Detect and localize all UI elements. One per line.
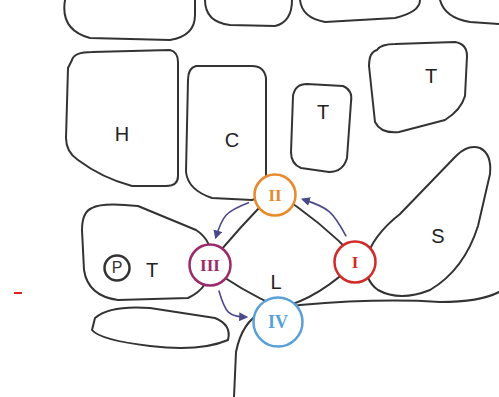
metacarpal-base	[300, 0, 420, 22]
curved-arrow	[219, 291, 247, 317]
metacarpal-base	[64, 0, 195, 40]
metacarpal-base	[440, 0, 499, 24]
ulna-outline	[92, 307, 229, 348]
bone-letter: T	[425, 66, 437, 86]
bone-letter: L	[270, 272, 281, 292]
carpal-bone: T	[287, 80, 355, 175]
stage-numeral: III	[200, 257, 220, 274]
circle-outline	[105, 256, 130, 281]
curved-arrow	[216, 203, 249, 238]
stage-circle: II	[253, 173, 297, 217]
stage-circle: I	[333, 240, 377, 284]
bone-letter: H	[115, 124, 129, 144]
carpal-bone: S	[360, 140, 496, 305]
node-outline	[287, 80, 355, 175]
circle-outline	[255, 175, 296, 216]
bone-outline	[369, 42, 467, 132]
bone-outline	[208, 192, 358, 308]
bone-letter: C	[225, 130, 239, 150]
circle-outline	[254, 298, 303, 347]
red-mark	[14, 292, 22, 294]
bone-outline	[66, 50, 178, 186]
circle-outline	[335, 242, 376, 283]
radius-outline	[234, 292, 499, 397]
bone-outline	[291, 84, 351, 172]
carpal-bone: H	[62, 48, 180, 188]
curved-arrow	[303, 199, 347, 236]
bone-letter: S	[431, 226, 444, 246]
node-outline	[360, 140, 496, 305]
carpal-bone: T	[365, 40, 470, 135]
stage-numeral: P	[112, 260, 123, 276]
circle-outline	[190, 245, 231, 286]
bone-outline	[186, 66, 266, 200]
metacarpal-base	[205, 0, 292, 26]
node-outline	[365, 40, 470, 135]
node-outline	[62, 48, 180, 188]
stage-numeral: I	[352, 254, 359, 271]
carpal-bone: C	[182, 62, 270, 204]
bone-letter: T	[146, 260, 158, 280]
bone-outline	[366, 147, 491, 296]
bone-letter: T	[317, 102, 329, 122]
stage-numeral: II	[268, 187, 281, 204]
stage-circle: IV	[252, 296, 304, 348]
pisiform-circle: P	[103, 254, 131, 282]
stage-numeral: IV	[268, 313, 288, 331]
stage-circle: III	[188, 243, 232, 287]
